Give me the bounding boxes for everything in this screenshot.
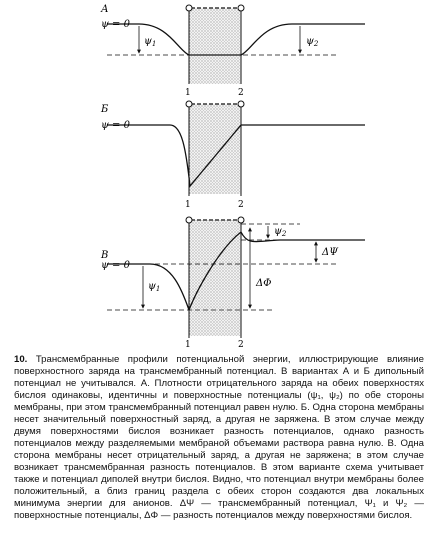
figure-number: 10. xyxy=(14,354,28,365)
membrane-a xyxy=(189,8,241,84)
membrane-b xyxy=(189,104,241,194)
psi-zero-label-b: ψ = 0 xyxy=(101,120,131,131)
panel-c: В ψ = 0 ψ1 ψ2 ΔΨ ΔΦ 1 2 xyxy=(100,216,365,350)
profile-b xyxy=(107,124,365,188)
psi2-label-c: ψ2 xyxy=(274,226,287,238)
psi-zero-label-c: ψ = 0 xyxy=(101,260,131,271)
psi2-label-a: ψ2 xyxy=(306,36,319,48)
caption-text: Трансмембранные профили потенциальной эн… xyxy=(14,354,424,521)
panel-letter-c: В xyxy=(100,250,108,261)
panel-letter-a: А xyxy=(100,4,109,15)
figure-caption: 10. Трансмембранные профили потенциально… xyxy=(14,354,424,522)
potential-profile-figure: А ψ = 0 ψ1 ψ2 1 2 Б ψ = 0 1 2 xyxy=(100,4,365,350)
psi1-label-a: ψ1 xyxy=(144,36,156,48)
panel-b: Б ψ = 0 1 2 xyxy=(100,100,365,210)
edge1-label-a: 1 xyxy=(185,88,191,98)
membrane-c xyxy=(189,220,241,336)
dphi-label-c: ΔΦ xyxy=(255,278,271,289)
profile-a xyxy=(138,23,365,56)
psi-zero-label-a: ψ = 0 xyxy=(101,19,131,30)
dpsi-label-c: ΔΨ xyxy=(321,247,339,258)
panel-a: А ψ = 0 ψ1 ψ2 1 2 xyxy=(100,4,365,98)
panel-letter-b: Б xyxy=(100,104,109,115)
profile-c xyxy=(107,230,365,312)
edge1-label-b: 1 xyxy=(185,200,191,210)
edge2-label-b: 2 xyxy=(238,200,244,210)
edge2-label-c: 2 xyxy=(238,340,244,350)
edge2-label-a: 2 xyxy=(238,88,244,98)
psi1-label-c: ψ1 xyxy=(148,281,160,293)
edge1-label-c: 1 xyxy=(185,340,191,350)
